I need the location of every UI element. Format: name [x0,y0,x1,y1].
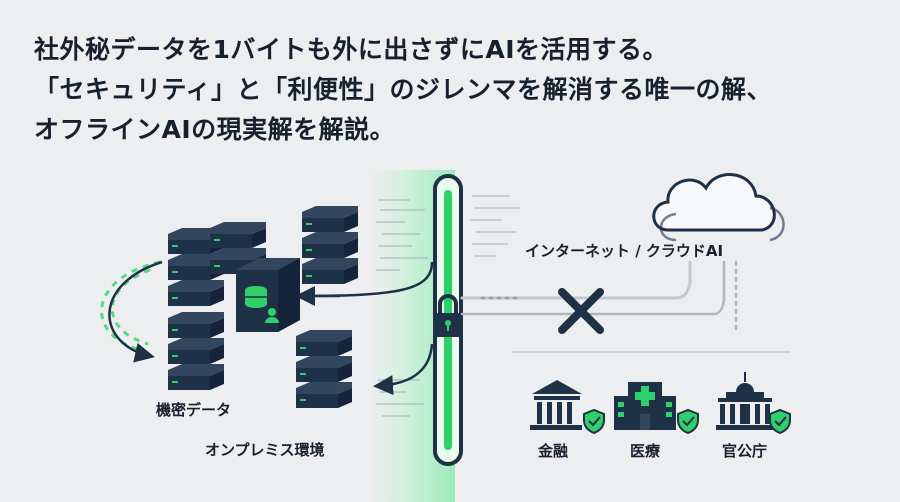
cloud-icon [652,173,785,242]
server-cluster-top-right [302,206,358,284]
hospital-icon [614,382,699,435]
sector-label-medical: 医療 [630,442,661,460]
blocked-x-icon [558,288,604,334]
bank-icon [530,380,605,435]
server-cluster-bottom-right [296,330,352,408]
server-cluster-lower [168,312,224,390]
code-lines [376,195,520,417]
blocked-connection [460,260,738,332]
headline-line-1: 社外秘データを1バイトも外に出さずにAIを活用する。 [34,35,669,64]
lock-icon [434,294,462,337]
headline-line-3: オフラインAIの現実解を解説。 [34,115,396,144]
cloud-label: インターネット / クラウドAI [525,242,724,260]
data-flow-arrows [108,260,434,396]
data-cube-icon [236,258,300,332]
government-icon [716,372,791,435]
on-premises-label: オンプレミス環境 [205,441,325,459]
sector-label-government: 官公庁 [722,442,768,460]
confidential-data-label: 機密データ [156,401,232,419]
headline: 社外秘データを1バイトも外に出さずにAIを活用する。 「セキュリティ」と「利便性… [34,30,772,150]
headline-line-2: 「セキュリティ」と「利便性」のジレンマを解消する唯一の解、 [34,75,773,104]
sector-label-finance: 金融 [538,442,569,460]
